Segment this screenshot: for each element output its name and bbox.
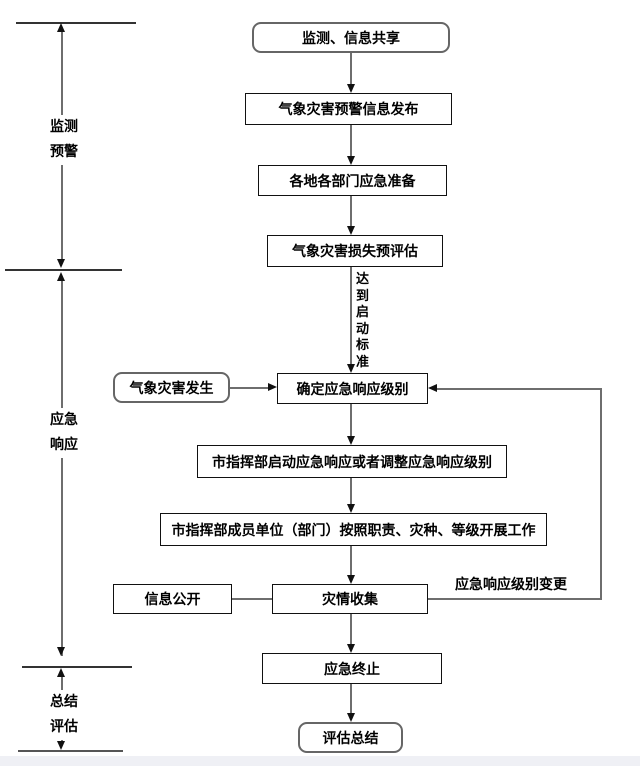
arrowhead-right-icon [268,383,277,391]
connector-prep-to-assess [350,196,352,226]
edge-label-reach-threshold: 达到启动标准 [356,272,372,371]
phase1-arrowhead-up-icon [57,23,65,32]
node-hq-start-or-adjust: 市指挥部启动应急响应或者调整应急响应级别 [197,445,507,478]
arrowhead-down-icon [347,364,355,373]
node-disaster-occur: 气象灾害发生 [113,372,230,403]
phase-label-summary-evaluation: 总结 评估 [36,690,92,740]
arrowhead-down-icon [347,575,355,584]
connector-members-to-collect [350,546,352,575]
arrowhead-left-icon [428,384,437,392]
connector-release-to-prep [350,125,352,156]
connector-occur-to-determine [230,387,268,389]
phase3-arrowhead-down-icon [57,741,65,750]
phase2-arrow-shaft [61,281,63,656]
phase3-arrowhead-up-icon [57,668,65,677]
arrowhead-down-icon [347,84,355,93]
phase-tick-middle [5,269,122,271]
node-determine-level: 确定应急响应级别 [277,373,428,404]
phase-label-line: 预警 [50,144,78,160]
phase2-arrowhead-down-icon [57,647,65,656]
feedback-line-vertical [600,388,602,600]
phase-label-emergency-response: 应急 响应 [36,408,92,458]
arrowhead-down-icon [347,226,355,235]
phase-label-line: 响应 [50,437,78,453]
arrowhead-down-icon [347,644,355,653]
phase-label-line: 监测 [50,119,78,135]
edge-label-level-change: 应急响应级别变更 [455,577,567,593]
feedback-line-top [437,388,601,390]
node-monitor-info-share: 监测、信息共享 [252,22,450,53]
node-loss-pre-assess: 气象灾害损失预评估 [267,235,443,267]
node-emergency-prep: 各地各部门应急准备 [258,165,447,196]
node-info-public: 信息公开 [113,584,232,614]
connector-share-to-release [350,53,352,84]
connector-end-to-summary [350,684,352,713]
connector-collect-to-end [350,614,352,644]
feedback-line-bottom [428,598,602,600]
phase-tick-lower [22,666,132,668]
arrowhead-down-icon [347,504,355,513]
node-disaster-collect: 灾情收集 [272,584,428,614]
phase1-arrowhead-down-icon [57,259,65,268]
node-warning-release: 气象灾害预警信息发布 [245,93,452,125]
phase-label-line: 应急 [50,412,78,428]
arrowhead-down-icon [347,713,355,722]
phase2-arrowhead-up-icon [57,272,65,281]
connector-start-to-members [350,478,352,504]
phase-tick-bottom [18,750,123,752]
arrowhead-down-icon [347,156,355,165]
node-members-carry-out: 市指挥部成员单位（部门）按照职责、灾种、等级开展工作 [160,513,547,546]
phase-label-line: 评估 [50,719,78,735]
connector-public-to-collect [232,598,272,600]
node-assess-summary: 评估总结 [298,722,403,753]
phase-label-line: 总结 [50,694,78,710]
phase-label-monitor-warning: 监测 预警 [36,115,92,165]
arrowhead-down-icon [347,436,355,445]
page-bottom-edge [0,756,640,766]
connector-determine-to-start [350,404,352,436]
phase-tick-top [16,22,136,24]
node-emergency-end: 应急终止 [262,653,442,684]
connector-assess-to-determine [350,267,352,364]
